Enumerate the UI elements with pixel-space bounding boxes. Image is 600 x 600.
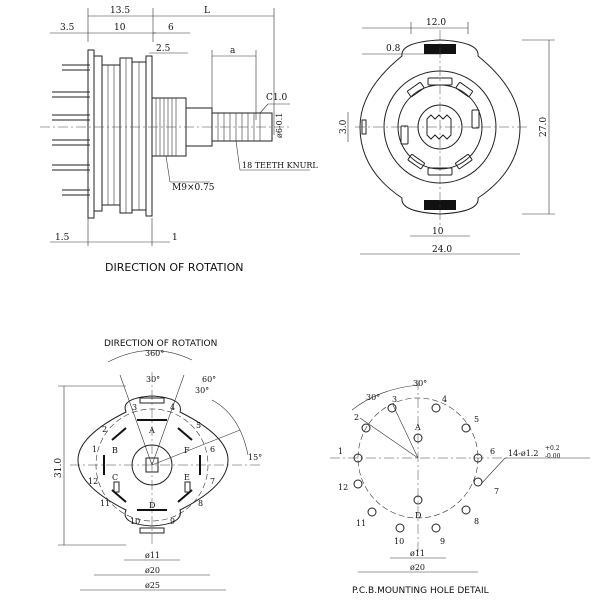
rotor-num-4: 4 [170,403,175,412]
rotor-dim-20: ø20 [145,566,160,575]
pcb-angle-30a: 30° [413,379,427,388]
pcb-num-7: 7 [494,487,499,496]
dim-10-front: 10 [432,227,444,237]
pcb-angle-30b: 30° [366,393,380,402]
rotor-num-2: 2 [102,425,107,434]
rotor-letter-D: D [149,501,155,510]
side-view: 13.5 L 3.5 10 6 2.5 a [40,6,318,274]
side-caption: DIRECTION OF ROTATION [105,261,244,274]
pcb-view: 30° 30° A D 1 2 3 4 [330,379,590,596]
pcb-num-2: 2 [354,413,359,422]
rotor-letter-F: F [184,446,190,455]
rotor-num-1: 1 [92,445,97,454]
pcb-dim-20: ø20 [410,563,425,572]
angle-30a: 30° [146,375,160,384]
callout-chamfer: C1.0 [266,93,287,103]
rotor-num-3: 3 [132,403,137,412]
angle-30b: 30° [195,386,209,395]
dim-a: a [230,46,236,56]
rotor-number-labels: 1 2 3 4 5 6 7 8 9 10 11 12 [88,403,215,526]
pcb-num-9: 9 [440,537,445,546]
pcb-num-11: 11 [356,519,366,528]
dim-13-5: 13.5 [110,6,130,16]
rotor-num-10: 10 [130,517,140,526]
pcb-letter-D: D [415,511,421,520]
rotor-letter-B: B [112,446,118,455]
pcb-num-10: 10 [394,537,404,546]
dim-1-5: 1.5 [55,233,70,243]
pcb-tol-dn: -0.00 [545,453,561,460]
pcb-number-labels: 1 2 3 4 5 6 7 8 9 10 11 12 [338,395,499,546]
dim-2-5: 2.5 [156,44,171,54]
rotor-num-7: 7 [210,477,215,486]
callout-knurl: 18 TEETH KNURL [242,161,318,170]
rotor-num-8: 8 [198,499,203,508]
dim-1: 1 [172,233,178,243]
pcb-hole-spec: 14-ø1.2 [508,449,538,458]
rotor-num-9: 9 [170,517,175,526]
rotor-letter-E: E [184,473,190,482]
rotor-letter-C: C [112,473,118,482]
dim-0-8: 0.8 [386,44,401,54]
dim-24: 24.0 [432,245,452,255]
dim-3: 3.0 [339,119,349,134]
rotor-num-12: 12 [88,477,98,486]
pcb-num-1: 1 [338,447,343,456]
pcb-num-3: 3 [392,395,397,404]
pcb-num-8: 8 [474,517,479,526]
dim-3-5: 3.5 [60,23,75,33]
pcb-num-4: 4 [442,395,447,404]
front-view: 12.0 0.8 3.0 27.0 10 [339,18,555,255]
rotor-num-6: 6 [210,445,215,454]
rotor-dim-11: ø11 [145,551,160,560]
callout-shaft-dia: ø6-0.1 [275,113,284,138]
rotor-num-5: 5 [196,421,201,430]
dim-12: 12.0 [426,18,446,28]
pcb-caption: P.C.B.MOUNTING HOLE DETAIL [352,586,489,596]
dim-27: 27.0 [539,117,549,137]
rotor-letter-A: A [148,426,155,435]
rotor-caption: DIRECTION OF ROTATION [104,339,217,349]
rotor-dim-25: ø25 [145,581,160,590]
rotor-view: DIRECTION OF ROTATION 360° 30° 60° 30° 1… [54,339,262,591]
angle-60: 60° [202,375,216,384]
pcb-num-5: 5 [474,415,479,424]
callout-thread: M9×0.75 [172,183,215,193]
dim-10: 10 [114,23,126,33]
dim-31: 31.0 [54,458,64,478]
pcb-num-6: 6 [490,447,495,456]
pcb-dim-11: ø11 [410,549,425,558]
dim-L: L [204,6,210,16]
angle-360: 360° [145,349,164,358]
angle-15: 15° [248,453,262,462]
pcb-letter-A: A [414,423,421,432]
pcb-holes [353,403,483,533]
pcb-num-12: 12 [338,483,348,492]
dim-6: 6 [168,23,174,33]
rotor-num-11: 11 [100,499,110,508]
pcb-tol-up: +0.2 [545,445,560,452]
